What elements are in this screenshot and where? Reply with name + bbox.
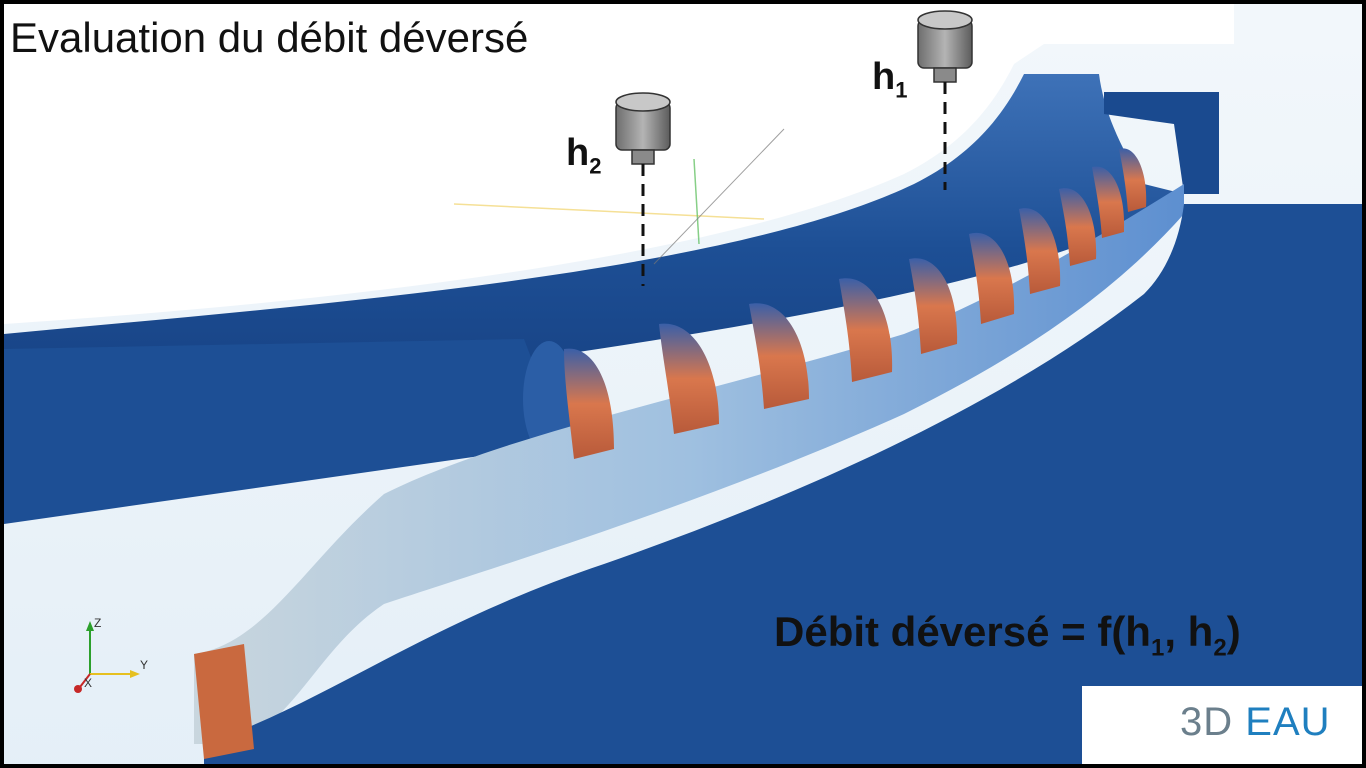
channel-front-wall <box>204 204 1362 764</box>
brand-logo-part2: EAU <box>1245 700 1331 744</box>
sensor-h2-subscript: 2 <box>589 153 602 179</box>
brand-logo-text: 3D EAU <box>1180 700 1331 745</box>
axis-y-label: Y <box>140 658 149 672</box>
scene-axis-line <box>693 158 700 245</box>
axes-orientation-icon <box>74 621 140 693</box>
axis-z-label: Z <box>94 616 102 630</box>
channel-corner <box>194 644 254 759</box>
sensor-h2-icon <box>615 92 671 286</box>
scene-axis-line <box>653 128 785 265</box>
formula-sub2: 2 <box>1213 634 1227 662</box>
brand-logo: 3D EAU <box>1082 686 1362 764</box>
inlet-pipe <box>4 74 1184 424</box>
page-title: Evaluation du débit déversé <box>10 14 529 61</box>
scene-axis-line <box>453 203 765 220</box>
formula-sub1: 1 <box>1150 634 1165 662</box>
pipe-mouth <box>523 341 575 457</box>
simulation-canvas: Evaluation du débit déversé h2 h1 Débit … <box>4 4 1362 764</box>
weir-openings <box>564 148 1147 459</box>
sensor-h1-letter: h <box>872 56 896 98</box>
brand-logo-part1: 3D <box>1180 700 1234 744</box>
pipe-cylinder <box>4 339 564 524</box>
sensor-h1-subscript: 1 <box>895 77 908 103</box>
formula-middle: , h <box>1164 608 1214 655</box>
formula-prefix: Débit déversé = f(h <box>774 608 1151 655</box>
outlet-box <box>1104 92 1219 194</box>
flow-formula: Débit déversé = f(h1, h2) <box>774 608 1241 662</box>
sensor-h2-label: h2 <box>566 132 601 180</box>
sensor-h1-icon <box>917 10 973 190</box>
sensor-h2-letter: h <box>566 132 590 174</box>
simulation-scene <box>4 4 1362 764</box>
formula-suffix: ) <box>1226 608 1241 655</box>
axis-x-label: X <box>84 676 93 690</box>
sensor-h1-label: h1 <box>872 56 907 104</box>
